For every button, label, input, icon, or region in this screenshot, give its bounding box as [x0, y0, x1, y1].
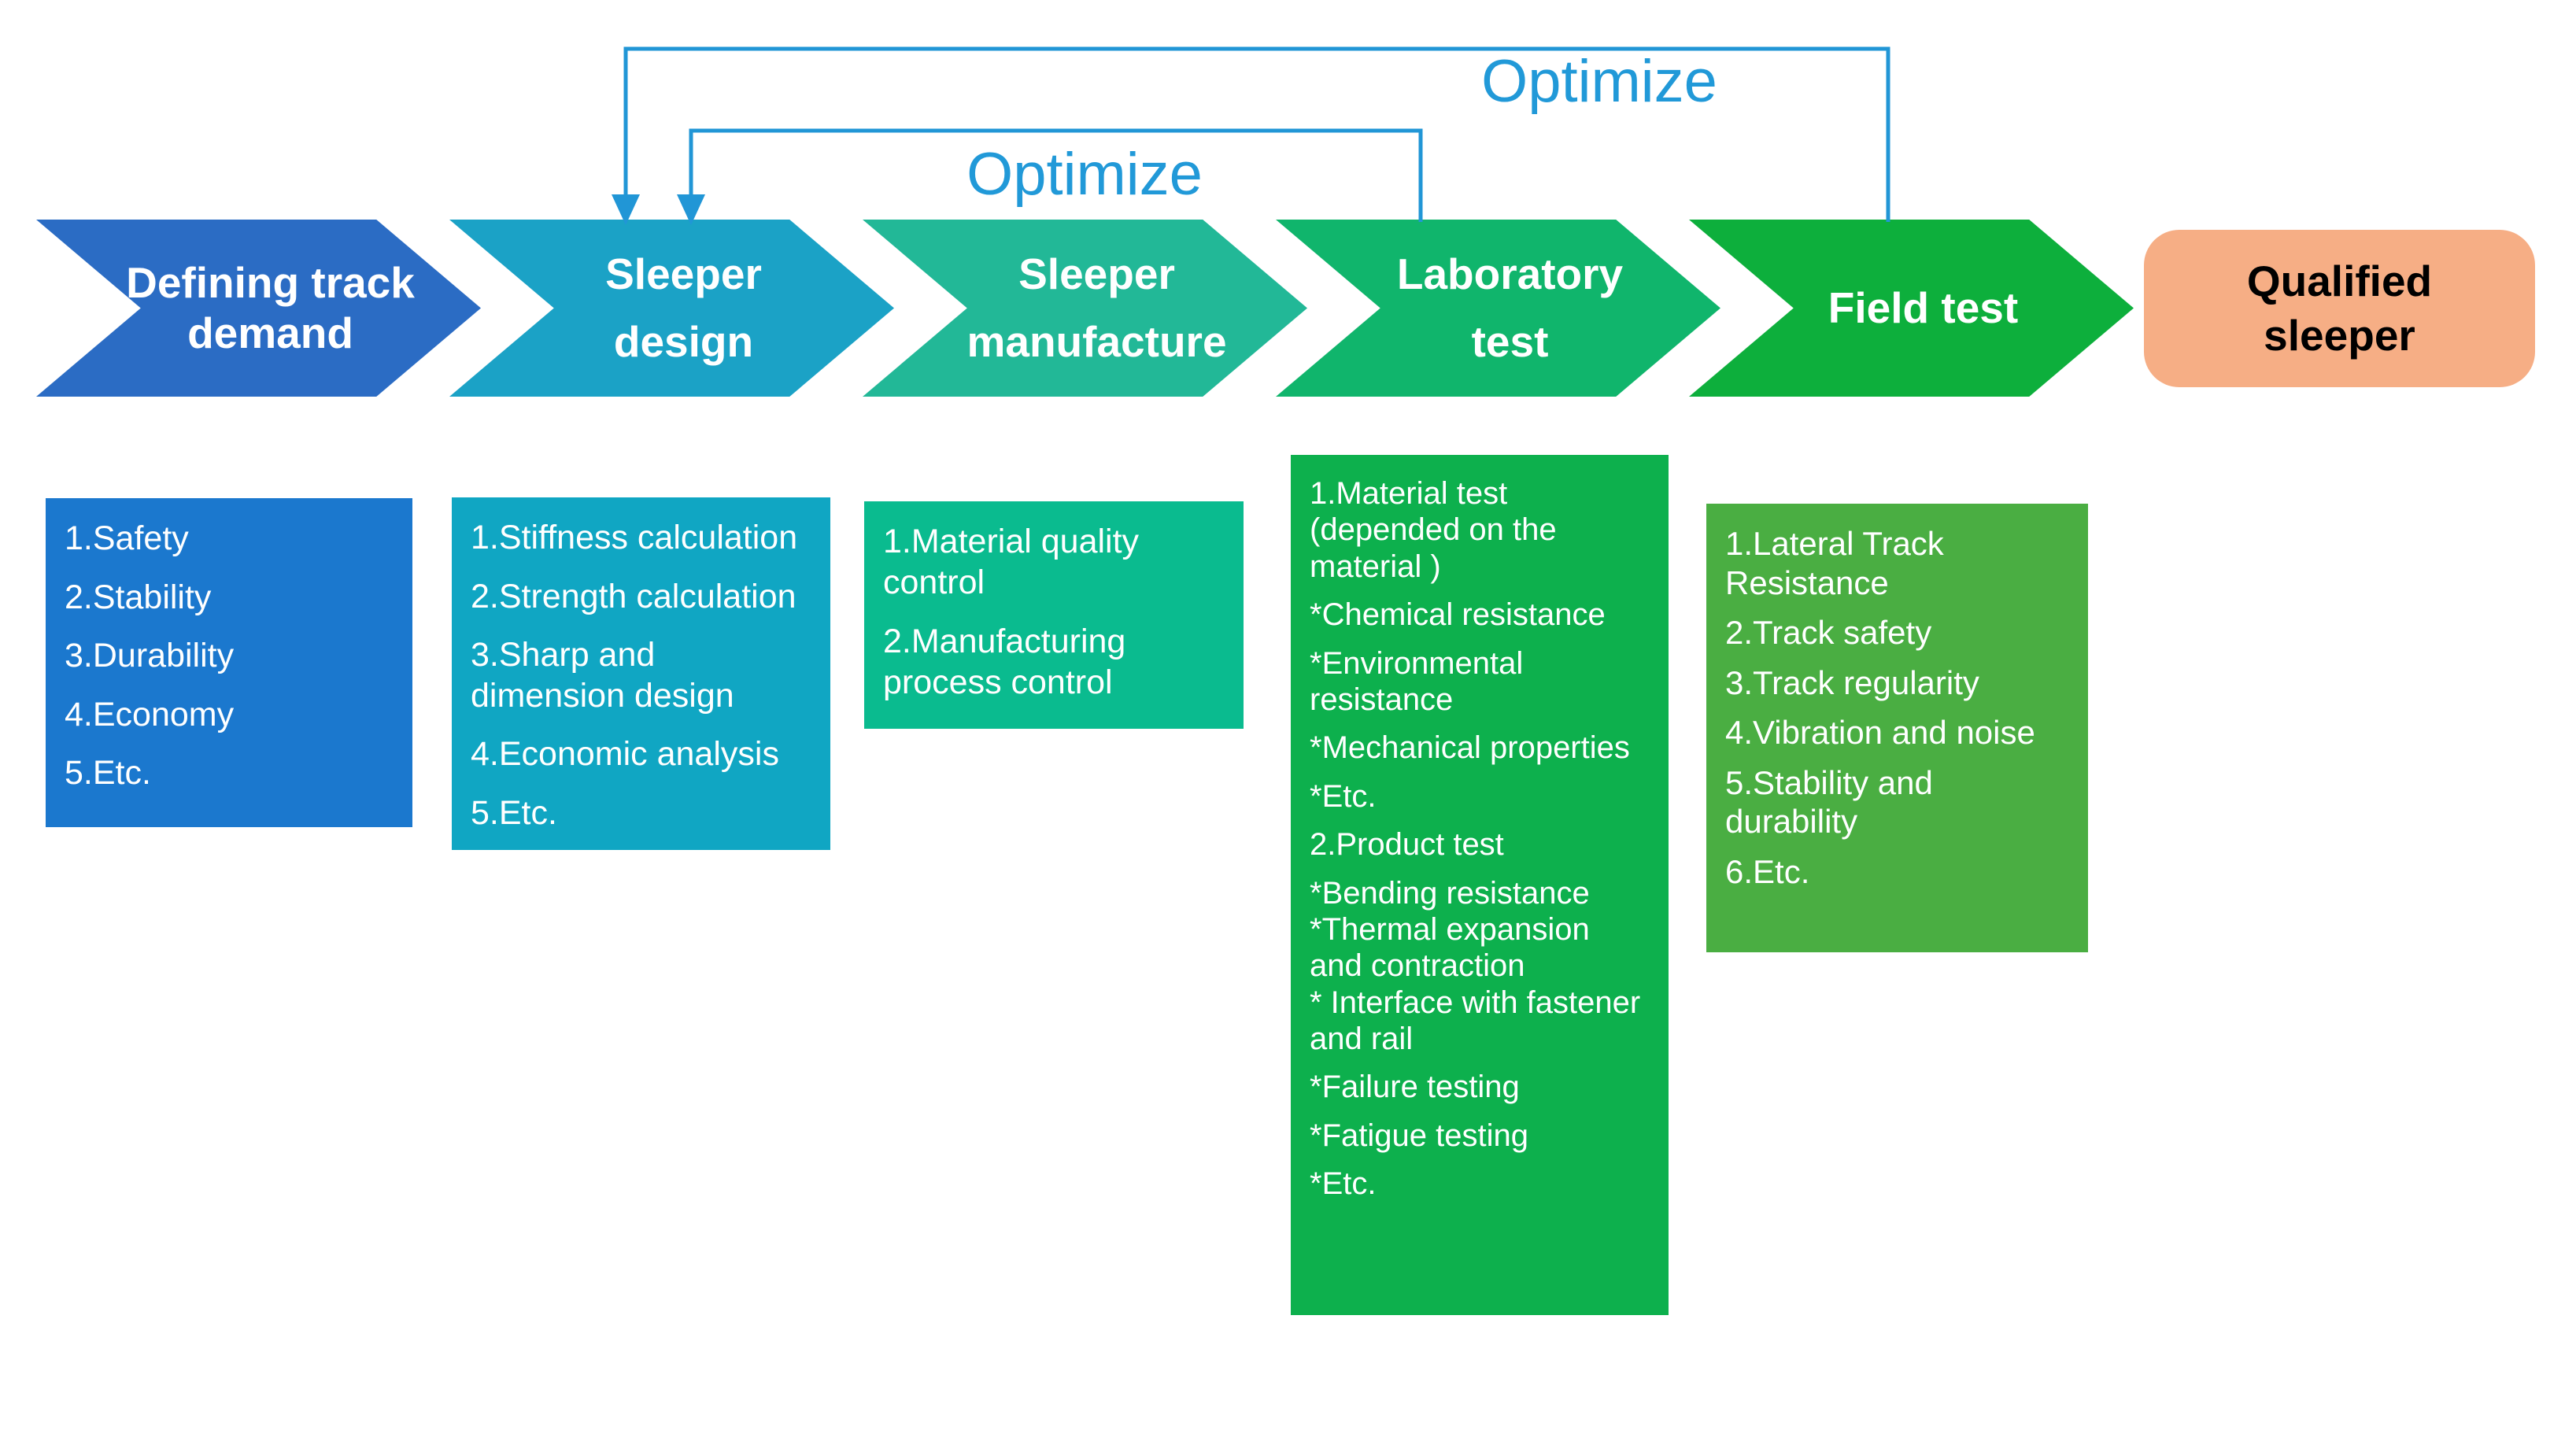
detail-item: * Interface with fastener and rail: [1310, 985, 1641, 1057]
stage-label-line: Sleeper: [605, 249, 762, 299]
detail-item: 4.Economy: [65, 695, 235, 733]
stage-label-line: manufacture: [966, 316, 1227, 366]
detail-item: 2.Track safety: [1725, 614, 1932, 652]
detail-item: 5.Etc.: [471, 793, 557, 832]
detail-box-defining-track-demand: 1.Safety 2.Stability 3.Durability 4.Economy…: [46, 498, 412, 827]
detail-item: 2.Strength calculation: [471, 577, 796, 615]
detail-item: 3.Durability: [65, 637, 235, 675]
optimize-label-outer: Optimize: [1481, 48, 1717, 115]
stage-label: Laboratory test: [1373, 241, 1623, 375]
detail-item: 2.Product test: [1310, 827, 1504, 863]
stage-chevron-laboratory-test: Laboratory test: [1276, 220, 1720, 397]
stage-chevron-sleeper-design: Sleeper design: [449, 220, 894, 397]
detail-box-sleeper-design: 1.Stiffness calculation 2.Strength calcul…: [452, 497, 830, 850]
detail-item: 1.Material test (depended on the materia…: [1310, 476, 1557, 584]
detail-item: *Chemical resistance: [1310, 597, 1606, 633]
stage-label: Field test: [1805, 283, 2018, 333]
qualified-sleeper-box: Qualified sleeper: [2144, 230, 2535, 387]
detail-item: *Fatigue testing: [1310, 1118, 1528, 1153]
detail-item: 6.Etc.: [1725, 852, 1810, 890]
stage-label-line: Sleeper: [1018, 249, 1175, 299]
stage-label: Sleeper design: [582, 241, 762, 375]
stage-label-line: Field test: [1828, 283, 2019, 332]
detail-item: 3.Track regularity: [1725, 663, 1979, 701]
detail-item: *Etc.: [1310, 778, 1377, 814]
stage-label-line: test: [1471, 316, 1549, 366]
stage-label-line: Laboratory: [1396, 249, 1624, 299]
stage-label-line: demand: [187, 308, 353, 357]
detail-item: 1.Safety: [65, 519, 189, 557]
detail-item: 2.Manufacturing process control: [883, 623, 1126, 701]
result-label-line: sleeper: [2264, 311, 2415, 360]
result-label-line: Qualified: [2246, 257, 2433, 306]
detail-item: *Failure testing: [1310, 1070, 1520, 1105]
detail-box-sleeper-manufacture: 1.Material quality control 2.Manufacturin…: [864, 501, 1244, 729]
detail-box-laboratory-test: 1.Material test (depended on the materia…: [1291, 455, 1669, 1315]
stage-label-line: Defining track: [126, 258, 415, 308]
detail-item: 1.Material quality control: [883, 523, 1140, 601]
detail-box-field-test: 1.Lateral Track Resistance 2.Track safety…: [1706, 504, 2088, 952]
detail-item: *Etc.: [1310, 1166, 1377, 1202]
detail-item: 1.Lateral Track Resistance: [1725, 525, 1944, 601]
detail-item: 5.Etc.: [65, 754, 151, 793]
stage-label-line: design: [613, 316, 754, 366]
stage-label: Sleeper manufacture: [943, 241, 1226, 375]
detail-item: 3.Sharp and dimension design: [471, 636, 734, 715]
detail-item: 4.Economic analysis: [471, 735, 779, 774]
optimize-label-inner: Optimize: [966, 141, 1203, 208]
detail-item: *Mechanical properties: [1310, 730, 1630, 766]
detail-item: *Thermal expansion and contraction: [1310, 911, 1590, 984]
qualified-sleeper-label: Qualified sleeper: [2247, 254, 2432, 363]
detail-item: *Environmental resistance: [1310, 645, 1524, 717]
detail-item: 2.Stability: [65, 578, 212, 616]
stage-chevron-sleeper-manufacture: Sleeper manufacture: [863, 220, 1307, 397]
detail-item: 1.Stiffness calculation: [471, 519, 798, 556]
detail-item: 5.Stability and durability: [1725, 763, 1933, 841]
stage-chevron-field-test: Field test: [1689, 220, 2134, 397]
detail-item: *Bending resistance: [1310, 875, 1590, 911]
detail-item: 4.Vibration and noise: [1725, 714, 2035, 752]
